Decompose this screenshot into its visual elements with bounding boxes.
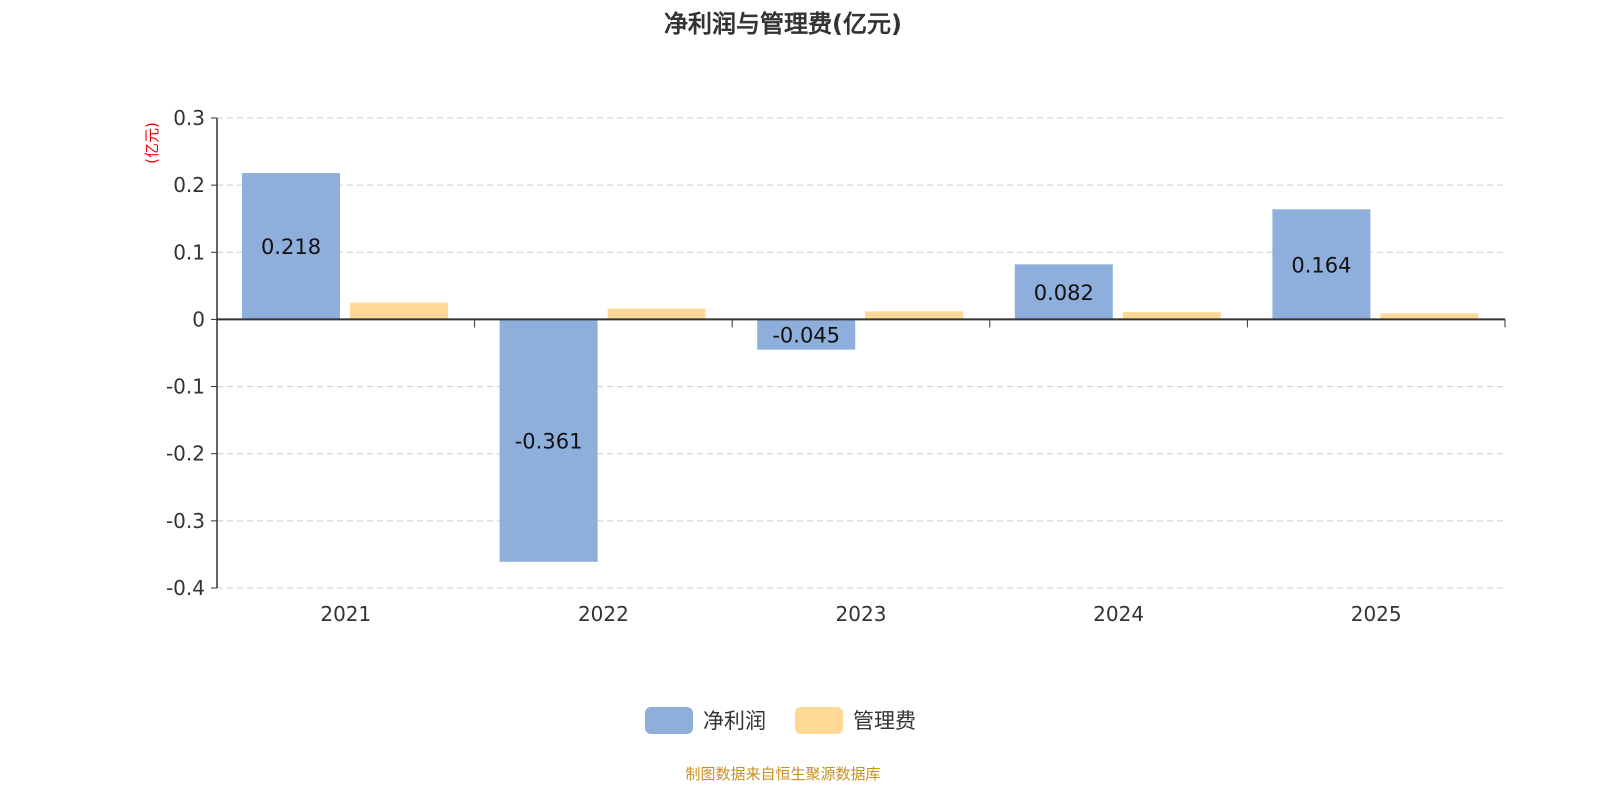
bar-net-profit [1272, 209, 1371, 320]
legend-swatch [795, 707, 843, 734]
bar-net-profit [242, 173, 340, 320]
x-tick-label: 2021 [320, 602, 371, 626]
bar-admin-expense [607, 308, 706, 320]
legend-swatch [645, 707, 693, 734]
y-tick-label: -0.4 [166, 576, 205, 600]
x-tick-label: 2025 [1351, 602, 1402, 626]
x-tick-label: 2023 [836, 602, 887, 626]
data-label: -0.045 [772, 324, 840, 348]
bar-net-profit [757, 319, 856, 350]
data-label: -0.361 [515, 430, 583, 454]
bar-admin-expense [1122, 312, 1221, 320]
data-label: 0.218 [261, 235, 321, 259]
source-note: 制图数据来自恒生聚源数据库 [685, 765, 880, 783]
data-label: 0.082 [1034, 281, 1094, 305]
data-label: 0.164 [1291, 253, 1351, 277]
y-tick-label: -0.1 [166, 375, 205, 399]
legend-label: 净利润 [703, 709, 766, 733]
y-tick-label: 0.1 [173, 240, 205, 264]
x-tick-label: 2024 [1093, 602, 1144, 626]
y-axis-unit: (亿元) [143, 122, 161, 164]
bar-net-profit [499, 319, 598, 562]
y-tick-label: 0 [192, 307, 205, 331]
y-tick-label: 0.3 [173, 106, 205, 130]
bar-admin-expense [350, 302, 448, 320]
x-tick-label: 2022 [578, 602, 629, 626]
legend-label: 管理费 [853, 709, 916, 733]
chart-title: 净利润与管理费(亿元) [664, 10, 902, 38]
y-tick-label: -0.3 [166, 509, 205, 533]
y-tick-label: -0.2 [166, 442, 205, 466]
y-tick-label: 0.2 [173, 173, 205, 197]
bar-admin-expense [865, 311, 964, 320]
bar-net-profit [1014, 264, 1113, 320]
bar-admin-expense [1380, 313, 1479, 320]
